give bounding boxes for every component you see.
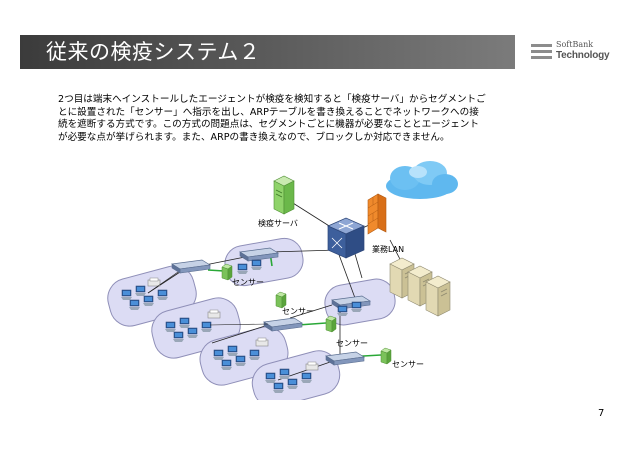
title-bar: 従来の検疫システム２ [20, 35, 515, 69]
quarantine-server-icon [273, 175, 295, 215]
logo-line-2: Technology [556, 50, 610, 61]
body-line-2: とに設置された「センサー」へ指示を出し、ARPテーブルを書き換えることでネットワ… [58, 106, 479, 118]
business-lan-label: 業務LAN [372, 244, 404, 254]
cloud-icon [386, 161, 458, 199]
sensor-label-2: センサー [282, 307, 314, 316]
body-line-4: が必要な点が挙げられます。また、ARPの書き換えなので、ブロックしか対応できませ… [58, 131, 450, 143]
slide-title: 従来の検疫システム２ [46, 40, 261, 64]
body-paragraph: 2つ目は端末へインストールしたエージェントが検疫を検知すると「検疫サーバ」からセ… [58, 94, 548, 144]
switch-icon-5 [325, 351, 365, 366]
sensor-icon-1 [221, 263, 233, 281]
switch-icon-1 [171, 259, 211, 274]
core-switch-icon [327, 217, 365, 259]
sensor-icon-3 [325, 315, 337, 333]
segment-1-devices [120, 271, 179, 311]
switch-icon-4 [263, 317, 303, 332]
firewall-icon [367, 193, 387, 235]
business-server-icon-3 [425, 275, 451, 317]
logo-line-1: SoftBank [556, 40, 594, 49]
network-diagram: 検疫サーバ 業務LAN [107, 161, 458, 400]
sensor-label-4: センサー [392, 360, 424, 369]
segment-2-devices [164, 309, 269, 343]
sensor-icon-4 [380, 347, 392, 365]
quarantine-server-label: 検疫サーバ [258, 218, 298, 228]
softbank-technology-logo: SoftBank Technology [531, 40, 611, 66]
body-line-3: 続を遮断する方式です。この方式の問題点は、セグメントごとに機器が必要なこととエー… [58, 119, 479, 130]
sensor-label-3: センサー [336, 339, 368, 348]
sensor-label-1: センサー [232, 278, 264, 287]
page-number: 7 [598, 408, 605, 419]
logo-bars-icon [531, 44, 552, 62]
sensor-icon-2 [275, 291, 287, 309]
body-line-1: 2つ目は端末へインストールしたエージェントが検疫を検知すると「検疫サーバ」からセ… [58, 94, 486, 105]
